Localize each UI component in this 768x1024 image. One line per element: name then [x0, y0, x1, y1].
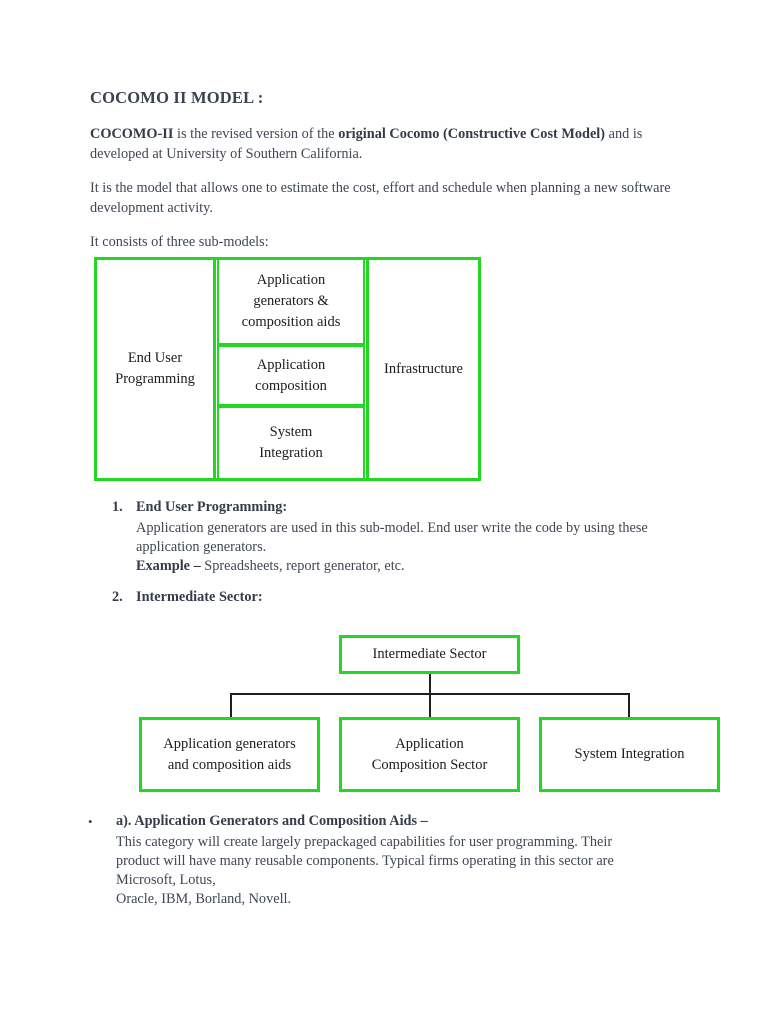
diagram1-ag-line3: composition aids — [241, 314, 341, 330]
bullet-marker-icon: • — [88, 814, 93, 829]
list-item-1-example: Example – Spreadsheets, report generator… — [136, 557, 682, 576]
bullet-heading: a). Application Generators and Compositi… — [116, 813, 428, 829]
diagram1-app-generators-cell: Application generators & composition aid… — [217, 260, 365, 345]
diagram1-app-composition-label: Application composition — [249, 355, 333, 397]
diagram1-eup-line1: End User — [127, 350, 183, 366]
paragraph-definition: It is the model that allows one to estim… — [90, 180, 671, 216]
diagram1-ag-line1: Application — [256, 272, 326, 288]
intro-rest-2: and is developed at University of Southe… — [90, 126, 643, 162]
diagram1-ac-line1: Application — [256, 356, 326, 373]
list-item-2-heading: Intermediate Sector: — [136, 589, 263, 605]
diagram1-app-generators-label: Application generators & composition aid… — [236, 270, 347, 333]
diagram1-eup-line2: Programming — [115, 371, 195, 387]
paragraph-intro: COCOMO-II is the revised version of the … — [90, 124, 680, 164]
bullet-body-line-2: product will have many reusable componen… — [116, 853, 614, 869]
bullet-body-line-1: This category will create largely prepac… — [116, 834, 613, 850]
tree-node-system-integration: System Integration — [539, 717, 720, 792]
tree-node-1-label: Application generators and composition a… — [157, 734, 301, 776]
page-title: COCOMO II MODEL : — [90, 88, 264, 107]
list-item-1-heading: End User Programming: — [136, 499, 288, 515]
tree-node-root-label: Intermediate Sector — [372, 646, 487, 662]
diagram1-app-composition-cell: Application composition — [217, 345, 365, 406]
diagram1-middle-column: Application generators & composition aid… — [216, 260, 369, 478]
document-content: COCOMO II MODEL : COCOMO-II is the revis… — [90, 88, 680, 266]
cocomo-submodel-diagram: End User Programming Application generat… — [94, 257, 481, 481]
diagram1-system-integration-cell: System Integration — [217, 406, 365, 478]
list-item-end-user-programming: 1. End User Programming: Application gen… — [112, 498, 682, 576]
list-item-2-number: 2. — [112, 589, 123, 605]
list-item-1-number: 1. — [112, 499, 123, 515]
intro-rest-1: is the revised version of the — [173, 126, 339, 142]
intro-bold-2: original Cocomo (Constructive Cost Model… — [338, 126, 606, 142]
tree-node-application-generators: Application generators and composition a… — [139, 717, 320, 792]
connector-drop-left — [230, 693, 232, 717]
diagram1-infrastructure-cell: Infrastructure — [369, 260, 478, 478]
tree-node-3-label: System Integration — [574, 746, 685, 762]
tree-node-2-line1: Application — [395, 735, 464, 752]
tree-node-application-composition-sector: Application Composition Sector — [339, 717, 520, 792]
connector-drop-right — [628, 693, 630, 717]
diagram1-ag-line2: generators & — [253, 293, 329, 309]
intermediate-sector-tree-diagram: Intermediate Sector Application generato… — [0, 628, 768, 803]
diagram1-end-user-programming-label: End User Programming — [109, 348, 201, 390]
tree-node-2-label: Application Composition Sector — [366, 734, 494, 776]
list-item-1-body: Application generators are used in this … — [136, 520, 648, 555]
diagram1-system-integration-label: System Integration — [253, 422, 329, 464]
tree-node-1-line2: and composition aids — [167, 756, 292, 773]
bullet-application-generators: • a). Application Generators and Composi… — [84, 812, 684, 909]
bullet-body-line-4: Oracle, IBM, Borland, Novell. — [116, 891, 292, 907]
tree-node-1-line1: Application generators — [163, 735, 296, 752]
tree-node-2-line2: Composition Sector — [371, 756, 488, 773]
connector-drop-center — [429, 693, 431, 717]
tree-node-root: Intermediate Sector — [339, 635, 520, 674]
diagram1-infrastructure-label: Infrastructure — [384, 360, 463, 377]
bullet-body-line-3: Microsoft, Lotus, — [116, 872, 216, 888]
intro-lead-bold: COCOMO-II — [90, 126, 174, 142]
paragraph-submodels-intro: It consists of three sub-models: — [90, 234, 269, 250]
list-item-intermediate-sector: 2. Intermediate Sector: — [112, 588, 682, 609]
diagram1-si-line1: System — [269, 424, 313, 440]
diagram1-end-user-programming-cell: End User Programming — [97, 260, 216, 478]
list-item-1-example-text: Spreadsheets, report generator, etc. — [200, 558, 405, 574]
diagram1-ac-line2: composition — [255, 377, 327, 394]
list-item-1-example-label: Example – — [136, 558, 201, 574]
connector-root-stem — [429, 674, 431, 694]
diagram1-si-line2: Integration — [259, 445, 323, 461]
